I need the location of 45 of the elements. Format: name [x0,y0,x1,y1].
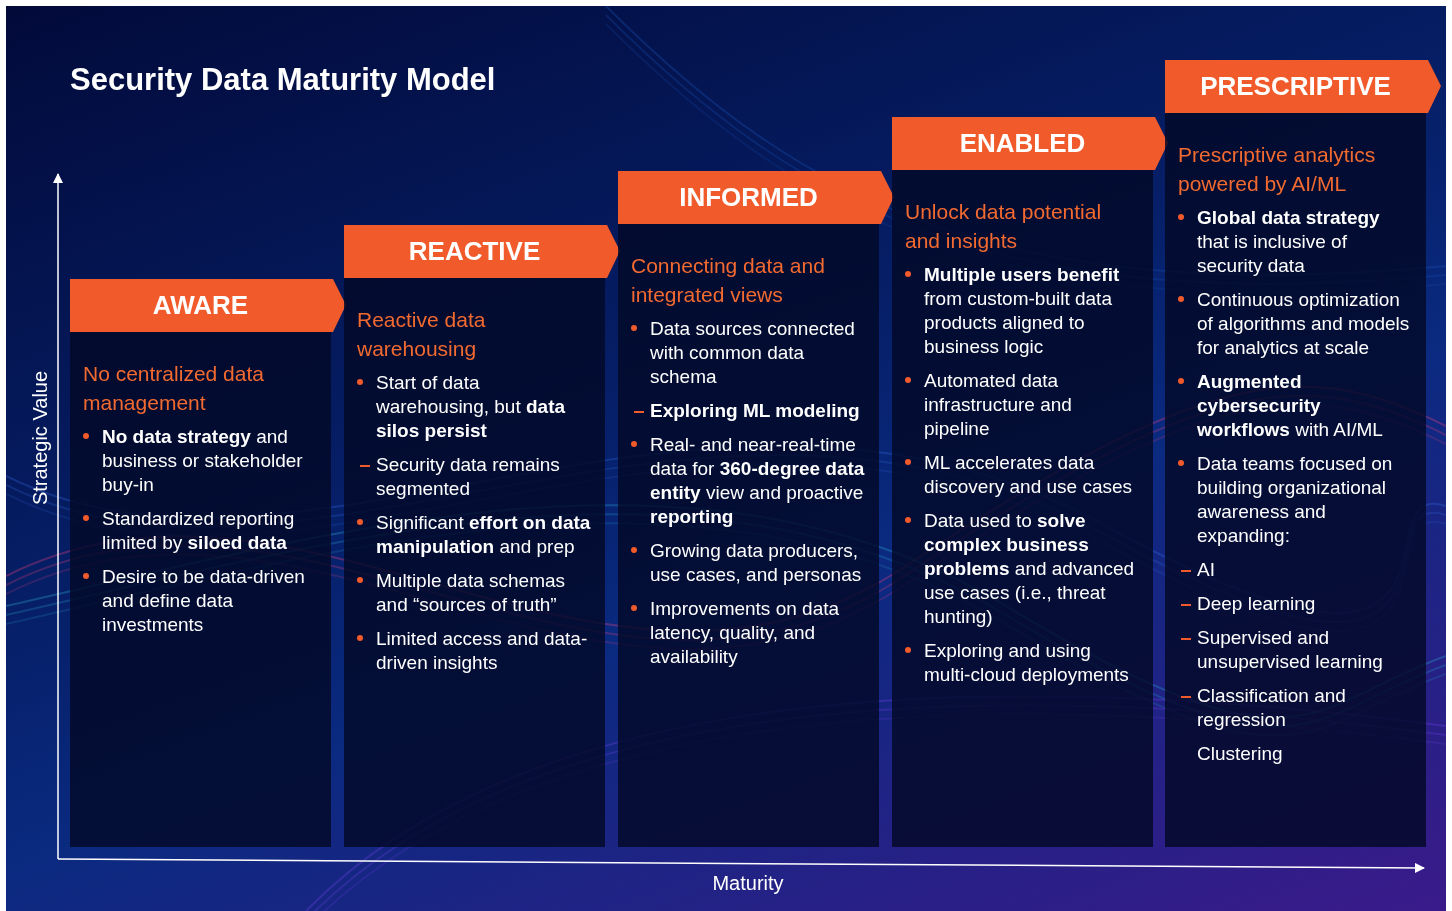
bullet-text: Start of data warehousing, but data silos persist [376,372,566,441]
bullet-text: Multiple data schemas and “sources of truth” [376,570,566,615]
stage-column [1165,60,1441,847]
bullet-text: Significant effort on data manipulation and prep [376,512,591,557]
bullet-text: Limited access and data-driven insights [376,628,588,673]
stage-subtitle: Connecting data and integrated views [631,253,826,308]
sub-item-text: Supervised and unsupervised learning [1197,627,1383,672]
bullet-text: Data sources connected with common data schema [650,318,855,387]
bullet-text: Standardized reporting limited by siloed data [102,508,295,553]
bullet-text: Growing data producers, use cases, and personas [650,540,862,585]
axis-label: Maturity [712,872,784,895]
sub-item-text: Deep learning [1197,593,1316,614]
bullet-text: Data used to solve complex business problems and advanced use cases (i.e., threat hunting) [924,510,1135,627]
stage-column [344,225,620,847]
stage-header: AWARE [70,279,346,332]
bullet-text: Improvements on data latency, quality, and availability [650,598,840,667]
sub-item-text: Exploring ML modeling [650,400,860,421]
stage-subtitle: Unlock data potential and insights [905,199,1103,254]
bullet-text: ML accelerates data discovery and use cases [924,452,1133,497]
stage-header: PRESCRIPTIVE [1165,60,1441,113]
stage-header: REACTIVE [344,225,620,278]
bullet-text: Real- and near-real-time data for 360-degree data entity view and proactive reporting [650,434,865,527]
bullet-text: Data teams focused on building organizational awareness and expanding: [1197,453,1393,546]
sub-item-text: Classification and regression [1197,685,1346,730]
bullet-text: Augmented cybersecurity workflows with AI/ML [1197,371,1383,440]
stage-header: INFORMED [618,171,894,224]
bullet-text: Desire to be data-driven and define data investments [102,566,305,635]
stage-column [618,171,894,847]
bullet-text: Global data strategy that is inclusive of security data [1197,207,1380,276]
axis-label: Strategic Value [28,370,52,506]
diagram-title: Security Data Maturity Model [70,62,496,98]
bullet-text: Automated data infrastructure and pipeline [924,370,1072,439]
bullet-text: Exploring and using multi-cloud deployments [924,640,1129,685]
stage-subtitle: Prescriptive analytics powered by AI/ML [1178,142,1377,197]
bullet-text: No data strategy and business or stakeholder buy-in [102,426,303,495]
list-item: Clustering [1197,742,1284,766]
stage-column [70,279,346,847]
stage-subtitle: No centralized data management [83,361,265,416]
stage-column [892,117,1168,847]
stage-header: ENABLED [892,117,1168,170]
bullet-text: Continuous optimization of algorithms and models for analytics at scale [1197,289,1410,358]
sub-item-text: AI [1197,559,1215,580]
sub-item-text: Security data remains segmented [376,454,560,499]
stage-subtitle: Reactive data warehousing [357,307,487,362]
bullet-text: Multiple users benefit from custom-built data products aligned to business logic [924,264,1120,357]
